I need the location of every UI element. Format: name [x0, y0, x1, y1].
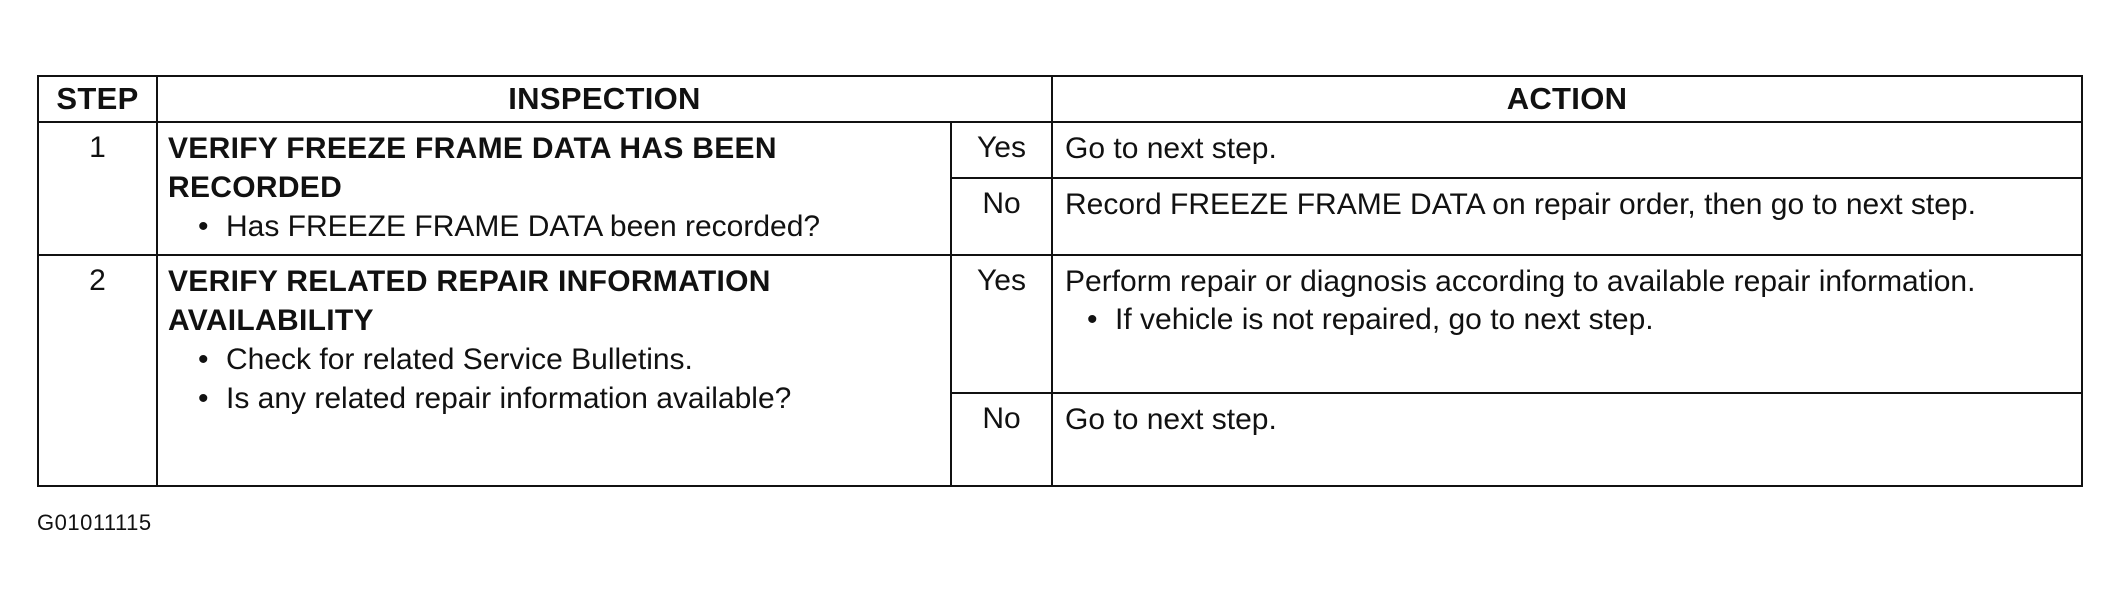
inspection-cell: VERIFY FREEZE FRAME DATA HAS BEEN RECORD… — [156, 120, 952, 256]
list-item-text: If vehicle is not repaired, go to next s… — [1115, 302, 1654, 336]
bullet-icon: • — [198, 342, 209, 376]
yes-label: Yes — [950, 120, 1053, 179]
no-action: Go to next step. — [1051, 392, 2083, 487]
header-inspection: INSPECTION — [156, 75, 1053, 123]
list-item: • Check for related Service Bulletins. — [198, 340, 940, 379]
inspection-title-line: VERIFY FREEZE FRAME DATA HAS BEEN — [168, 131, 777, 165]
inspection-title-line: VERIFY RELATED REPAIR INFORMATION — [168, 264, 771, 298]
inspection-title-line: AVAILABILITY — [168, 303, 374, 337]
header-step: STEP — [37, 75, 158, 123]
table-row: No Go to next step. — [38, 392, 2083, 487]
inspection-title-line: RECORDED — [168, 170, 343, 204]
yes-action: Perform repair or diagnosis according to… — [1065, 264, 1976, 298]
list-item: • If vehicle is not repaired, go to next… — [1087, 301, 2071, 339]
bullet-icon: • — [198, 381, 209, 415]
inspection-bullet-list: • Has FREEZE FRAME DATA been recorded? — [168, 207, 940, 246]
header-action: ACTION — [1051, 75, 2083, 123]
list-item-text: Is any related repair information availa… — [226, 381, 792, 415]
no-action: Record FREEZE FRAME DATA on repair order… — [1051, 176, 2083, 256]
yes-label: Yes — [950, 253, 1053, 395]
yes-action: Go to next step. — [1051, 120, 2083, 179]
inspection-cell: VERIFY RELATED REPAIR INFORMATION AVAILA… — [156, 253, 952, 488]
list-item-text: Has FREEZE FRAME DATA been recorded? — [226, 209, 821, 243]
diagnostic-step-table: STEP INSPECTION ACTION 1 VERIFY FREEZE F… — [37, 75, 2083, 488]
no-label: No — [950, 392, 1053, 487]
no-label: No — [950, 176, 1053, 256]
action-bullet-list: • If vehicle is not repaired, go to next… — [1065, 301, 2071, 339]
inspection-bullet-list: • Check for related Service Bulletins. •… — [168, 340, 940, 418]
list-item: • Has FREEZE FRAME DATA been recorded? — [198, 207, 940, 246]
step-number: 2 — [37, 253, 158, 488]
bullet-icon: • — [198, 209, 209, 243]
inspection-title: VERIFY FREEZE FRAME DATA HAS BEEN RECORD… — [168, 129, 940, 207]
inspection-title: VERIFY RELATED REPAIR INFORMATION AVAILA… — [168, 262, 940, 340]
table-row: 1 VERIFY FREEZE FRAME DATA HAS BEEN RECO… — [37, 120, 2083, 256]
figure-code: G01011115 — [37, 510, 152, 535]
list-item: • Is any related repair information avai… — [198, 379, 940, 418]
list-item-text: Check for related Service Bulletins. — [226, 342, 693, 376]
table-row: 2 VERIFY RELATED REPAIR INFORMATION AVAI… — [37, 253, 2083, 488]
table-header-row: STEP INSPECTION ACTION — [37, 75, 2083, 123]
step-number: 1 — [37, 120, 158, 256]
yes-action-cell: Perform repair or diagnosis according to… — [1051, 253, 2083, 395]
table-row: No Record FREEZE FRAME DATA on repair or… — [38, 176, 2083, 256]
bullet-icon: • — [1087, 302, 1098, 336]
